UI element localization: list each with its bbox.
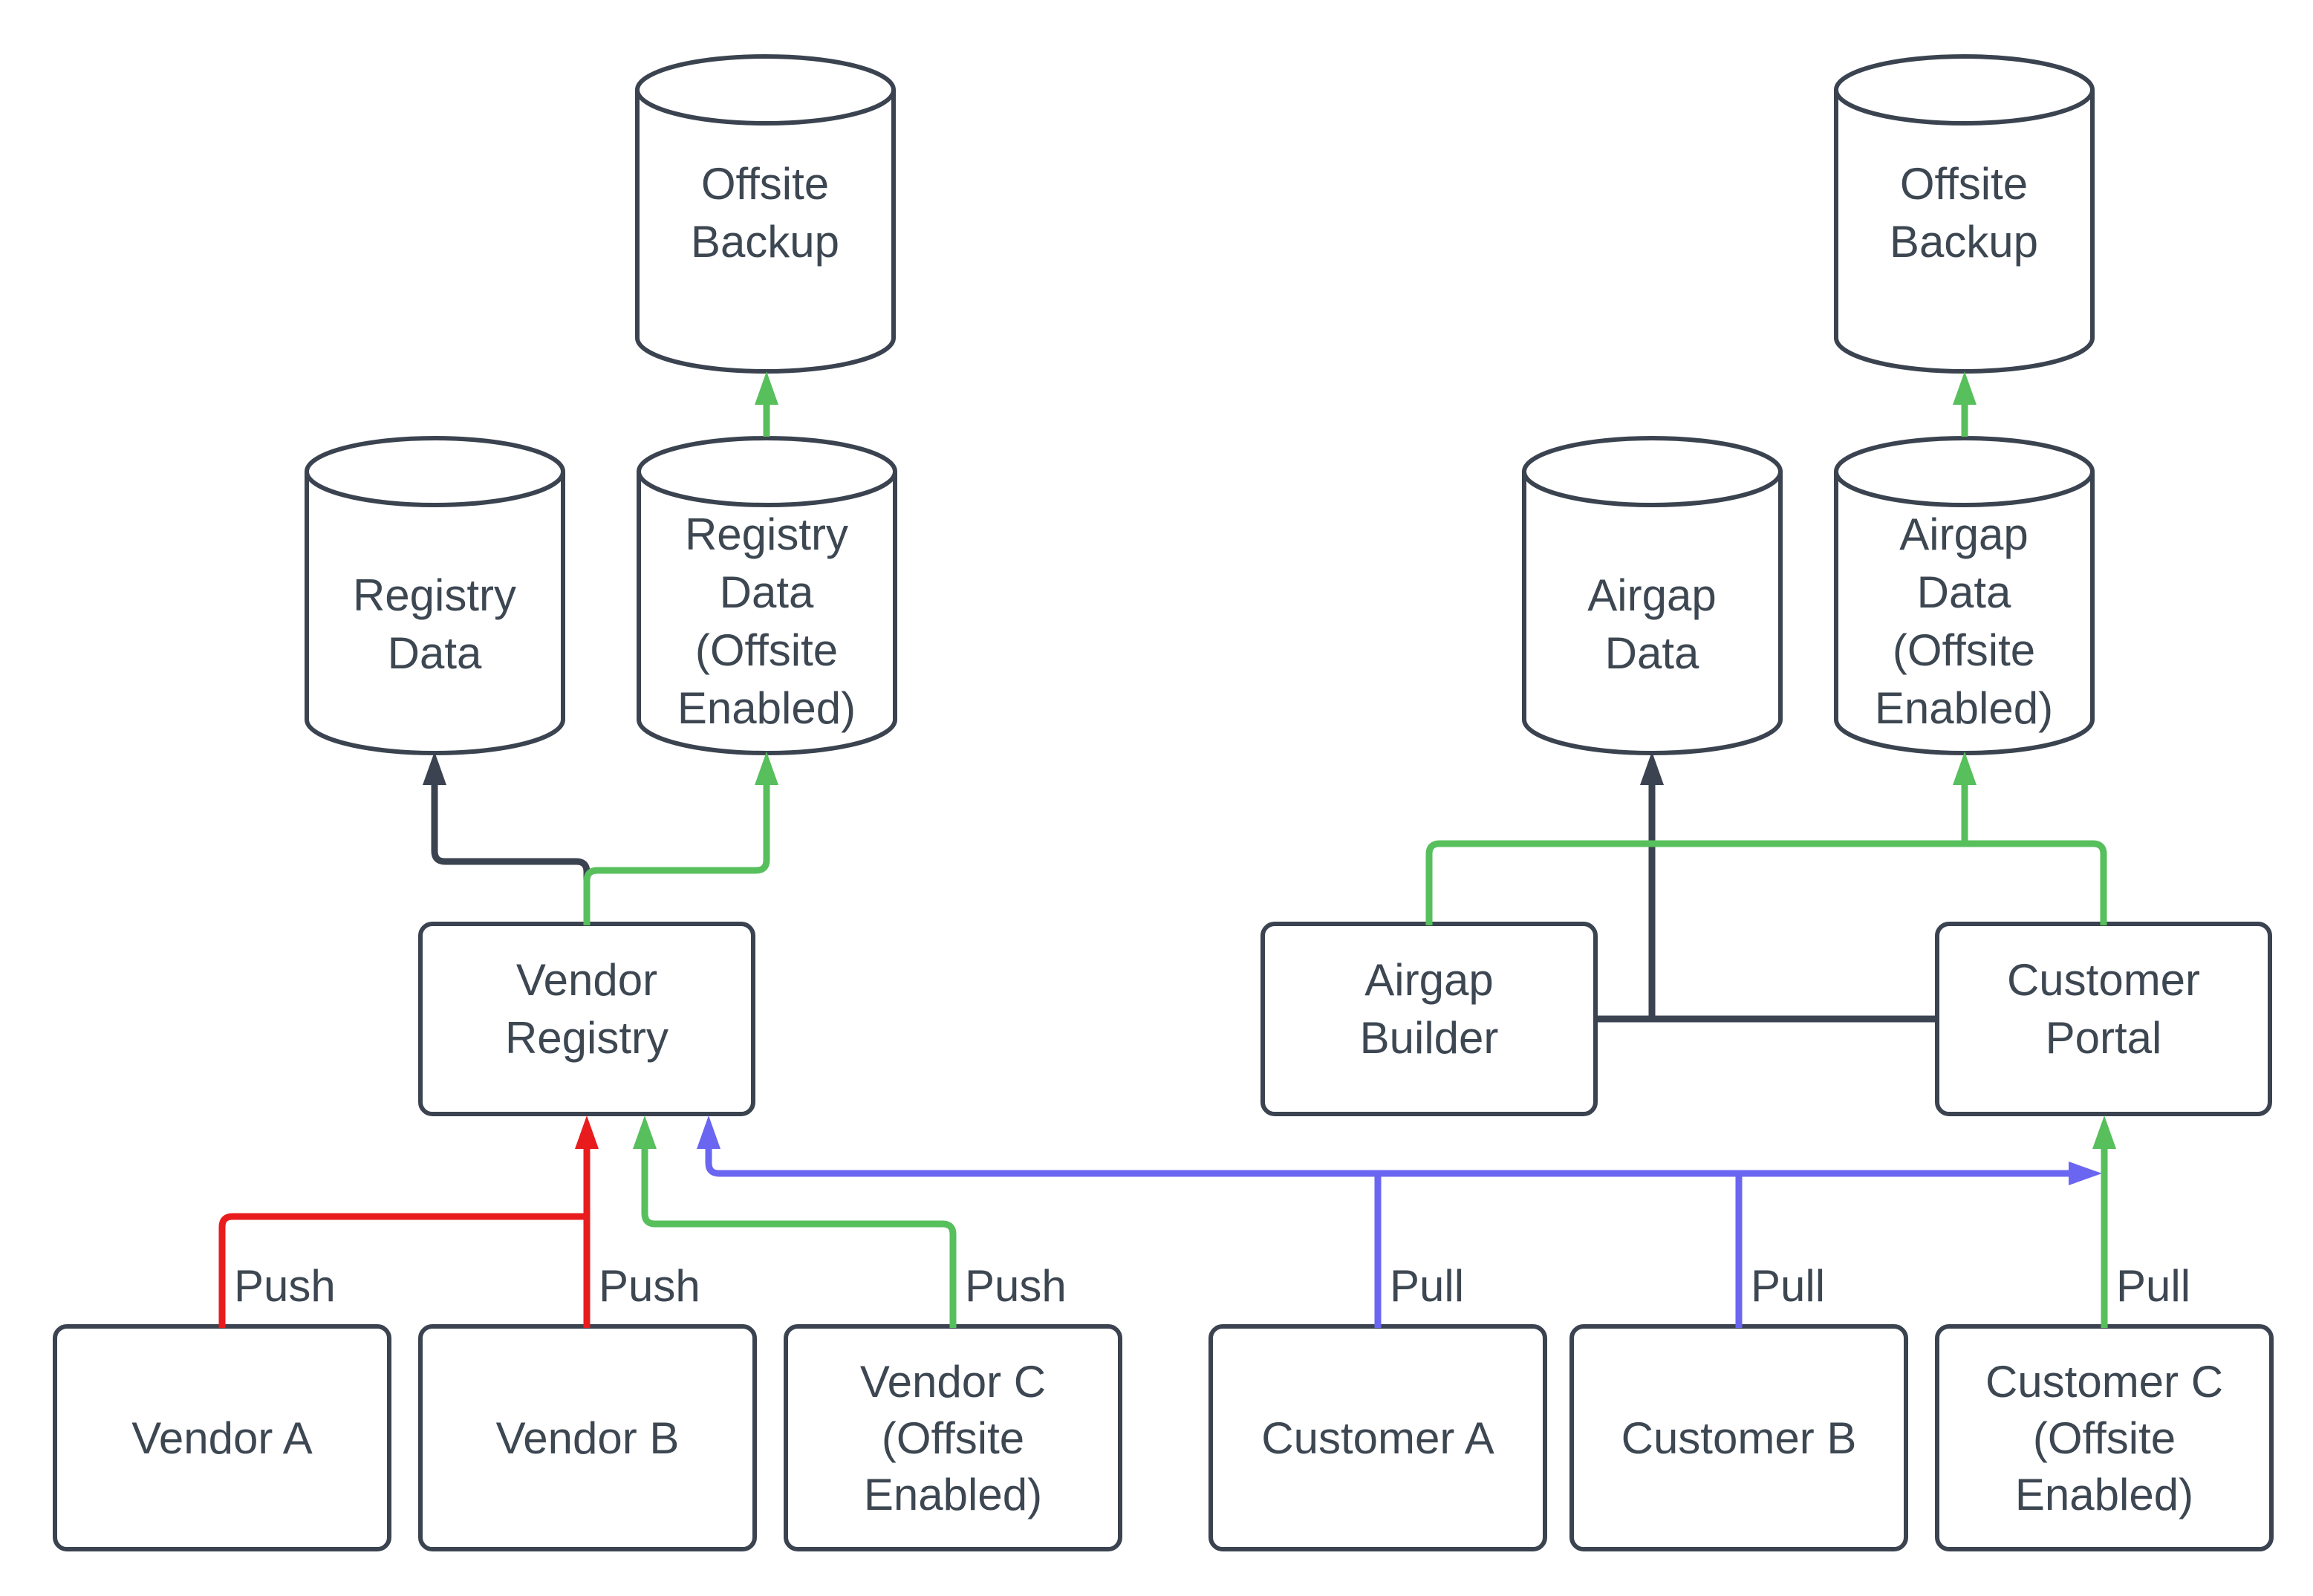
edge-airgap-builder-customer-portal-green — [1425, 840, 2107, 925]
arrowhead-into-offsite-backup-right — [1953, 371, 1977, 405]
label-vendor-b: Vendor B — [496, 1413, 680, 1463]
edge-label-pull-customer-a: Pull — [1390, 1261, 1464, 1311]
arrowhead-into-airgap-data — [1640, 752, 1664, 785]
arrowhead-into-registry-data — [423, 752, 446, 785]
label-registry-data-offsite-line3: (Offsite — [695, 625, 838, 675]
label-offsite-backup-left-line1: Offsite — [701, 159, 829, 209]
label-registry-data-offsite-line1: Registry — [685, 509, 848, 559]
label-airgap-data-offsite-line4: Enabled) — [1875, 683, 2053, 733]
arrowhead-into-airgap-data-offsite — [1953, 752, 1977, 785]
cylinder-registry-data — [305, 436, 565, 755]
cylinder-airgap-data-offsite — [1834, 436, 2095, 755]
cylinder-top — [637, 436, 897, 507]
cylinder-body — [637, 90, 894, 338]
edge-label-push-vendor-c: Push — [965, 1261, 1067, 1311]
label-airgap-data-line1: Airgap — [1587, 570, 1716, 620]
label-registry-data-line2: Data — [388, 628, 482, 678]
arrowhead-green-into-customer-portal — [2092, 1115, 2116, 1149]
edge-label-pull-customer-b: Pull — [1751, 1261, 1825, 1311]
arrowhead-blue-right-end — [2069, 1162, 2102, 1185]
label-registry-data-offsite-line4: Enabled) — [677, 683, 856, 733]
cylinder-top — [1834, 436, 2095, 507]
cylinder-offsite-backup-left — [635, 54, 896, 374]
label-vendor-registry-line1: Vendor — [516, 955, 657, 1005]
label-registry-data-line1: Registry — [353, 570, 516, 620]
cylinder-registry-data-offsite — [637, 436, 897, 755]
label-offsite-backup-right-line2: Backup — [1890, 217, 2038, 267]
cylinder-body — [1836, 90, 2092, 338]
arrowhead-into-registry-data-offsite — [755, 752, 778, 785]
label-vendor-c-line3: Enabled) — [864, 1470, 1042, 1520]
cylinder-top — [305, 436, 565, 507]
label-vendor-a: Vendor A — [131, 1413, 313, 1463]
cylinder-body — [639, 472, 895, 720]
label-customer-portal-line1: Customer — [2007, 955, 2200, 1005]
arrowhead-red-into-vendor-registry — [575, 1115, 599, 1149]
label-offsite-backup-left-line2: Backup — [691, 217, 839, 267]
label-airgap-data-line2: Data — [1605, 628, 1699, 678]
arrowhead-into-offsite-backup-left — [755, 371, 778, 405]
cylinder-top — [1834, 54, 2095, 126]
edge-customers-to-vendor-registry — [705, 1144, 2072, 1177]
edge-vendor-registry-to-registry-data — [431, 780, 591, 925]
cylinder-top — [635, 54, 896, 126]
label-airgap-data-offsite-line3: (Offsite — [1893, 625, 2035, 675]
label-customer-c-line3: Enabled) — [2015, 1470, 2193, 1520]
label-customer-portal-line2: Portal — [2046, 1013, 2162, 1063]
label-offsite-backup-right-line1: Offsite — [1900, 159, 2028, 209]
cylinder-top — [1522, 436, 1783, 507]
edge-vendor-c-to-vendor-registry — [641, 1144, 957, 1328]
edge-label-push-vendor-a: Push — [234, 1261, 336, 1311]
label-customer-c-line1: Customer C — [1985, 1357, 2223, 1407]
cylinder-body — [307, 472, 563, 720]
label-vendor-c-line2: (Offsite — [882, 1413, 1024, 1463]
label-airgap-data-offsite-line2: Data — [1917, 567, 2011, 617]
label-airgap-data-offsite-line1: Airgap — [1899, 509, 2028, 559]
label-customer-c-line2: (Offsite — [2033, 1413, 2176, 1463]
edge-label-push-vendor-b: Push — [599, 1261, 700, 1311]
arrowhead-blue-into-vendor-registry — [697, 1115, 720, 1149]
label-airgap-builder-line1: Airgap — [1364, 955, 1493, 1005]
label-airgap-builder-line2: Builder — [1360, 1013, 1499, 1063]
edge-vendor-a-to-vendor-registry — [218, 1213, 584, 1328]
cylinder-offsite-backup-right — [1834, 54, 2095, 374]
arrowhead-green-into-vendor-registry — [633, 1115, 657, 1149]
label-vendor-registry-line2: Registry — [505, 1013, 668, 1063]
edge-vendor-registry-to-registry-data-offsite — [583, 780, 770, 925]
label-registry-data-offsite-line2: Data — [720, 567, 814, 617]
cylinder-body — [1524, 472, 1780, 720]
cylinder-airgap-data — [1522, 436, 1783, 755]
edge-label-pull-customer-c: Pull — [2116, 1261, 2190, 1311]
label-customer-a: Customer A — [1261, 1413, 1494, 1463]
label-customer-b: Customer B — [1621, 1413, 1857, 1463]
cylinder-body — [1836, 472, 2092, 720]
label-vendor-c-line1: Vendor C — [860, 1357, 1046, 1407]
